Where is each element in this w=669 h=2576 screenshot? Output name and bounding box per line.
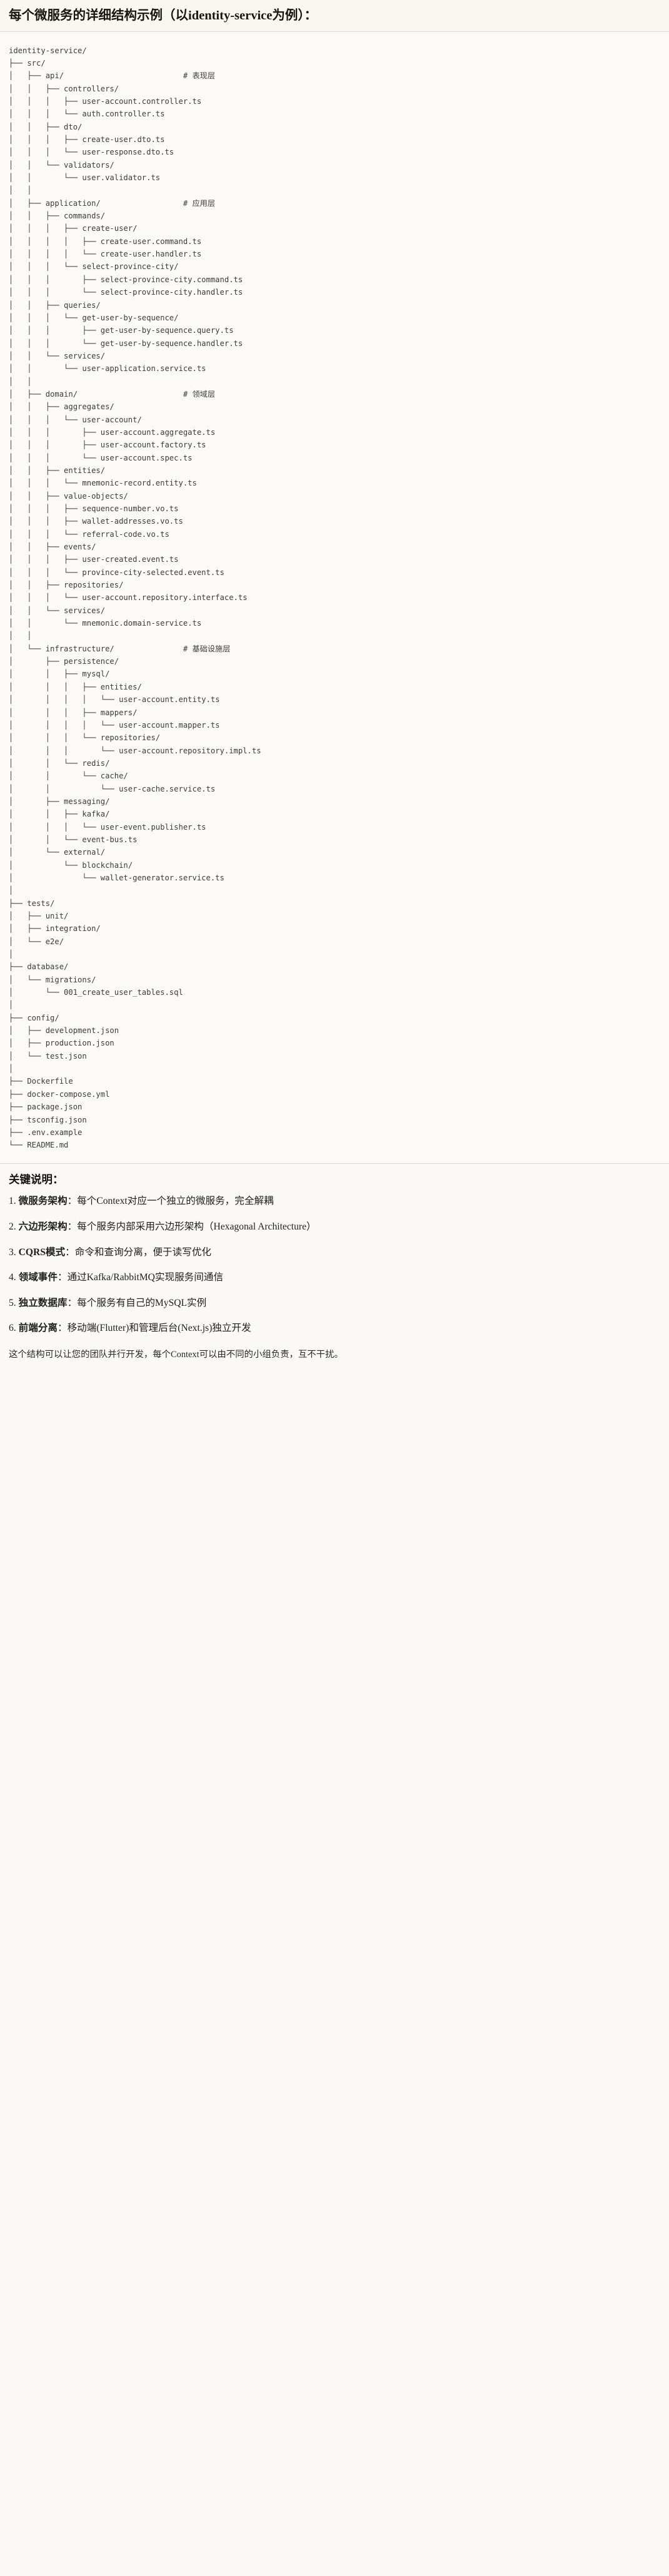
key-notes-section: 关键说明： 1. 微服务架构：每个Context对应一个独立的微服务，完全解耦 … bbox=[0, 1163, 669, 1372]
note-lead: CQRS模式 bbox=[18, 1246, 66, 1258]
closing-paragraph: 这个结构可以让您的团队并行开发，每个Context可以由不同的小组负责，互不干扰… bbox=[9, 1349, 343, 1360]
note-body: ：每个服务有自己的MySQL实例 bbox=[67, 1297, 207, 1308]
note-body: ：通过Kafka/RabbitMQ实现服务间通信 bbox=[57, 1272, 224, 1283]
note-body: ：每个Context对应一个独立的微服务，完全解耦 bbox=[67, 1196, 274, 1207]
tree-divider bbox=[0, 1163, 669, 1164]
note-index: 4. bbox=[9, 1272, 19, 1283]
document-page: 每个微服务的详细结构示例（以identity-service为例）： ident… bbox=[0, 0, 669, 1372]
note-item: 6. 前端分离：移动端(Flutter)和管理后台(Next.js)独立开发 bbox=[9, 1321, 660, 1336]
note-body: ：每个服务内部采用六边形架构（Hexagonal Architecture） bbox=[67, 1221, 316, 1232]
note-item: 2. 六边形架构：每个服务内部采用六边形架构（Hexagonal Archite… bbox=[9, 1220, 660, 1235]
note-lead: 前端分离 bbox=[18, 1323, 58, 1334]
note-item: 4. 领域事件：通过Kafka/RabbitMQ实现服务间通信 bbox=[9, 1271, 660, 1285]
note-index: 5. bbox=[9, 1297, 19, 1308]
note-body: ：移动端(Flutter)和管理后台(Next.js)独立开发 bbox=[57, 1323, 251, 1334]
note-item: 5. 独立数据库：每个服务有自己的MySQL实例 bbox=[9, 1296, 660, 1311]
directory-tree-section: identity-service/ ├── src/ │ ├── api/ # … bbox=[0, 31, 669, 1163]
note-index: 2. bbox=[9, 1221, 19, 1232]
note-index: 1. bbox=[9, 1196, 19, 1207]
note-lead: 领域事件 bbox=[18, 1272, 58, 1283]
note-index: 3. bbox=[9, 1246, 19, 1258]
note-lead: 微服务架构 bbox=[18, 1196, 68, 1207]
note-lead: 六边形架构 bbox=[18, 1221, 68, 1232]
note-item: 1. 微服务架构：每个Context对应一个独立的微服务，完全解耦 bbox=[9, 1194, 660, 1209]
title-divider bbox=[0, 31, 669, 32]
note-lead: 独立数据库 bbox=[18, 1297, 68, 1308]
key-notes-heading: 关键说明： bbox=[9, 1173, 64, 1186]
note-index: 6. bbox=[9, 1323, 19, 1334]
directory-tree: identity-service/ ├── src/ │ ├── api/ # … bbox=[9, 46, 261, 1150]
page-title: 每个微服务的详细结构示例（以identity-service为例）： bbox=[9, 9, 318, 23]
title-section: 每个微服务的详细结构示例（以identity-service为例）： bbox=[0, 0, 669, 31]
note-body: ：命令和查询分离，便于读写优化 bbox=[65, 1246, 212, 1258]
note-item: 3. CQRS模式：命令和查询分离，便于读写优化 bbox=[9, 1246, 660, 1260]
